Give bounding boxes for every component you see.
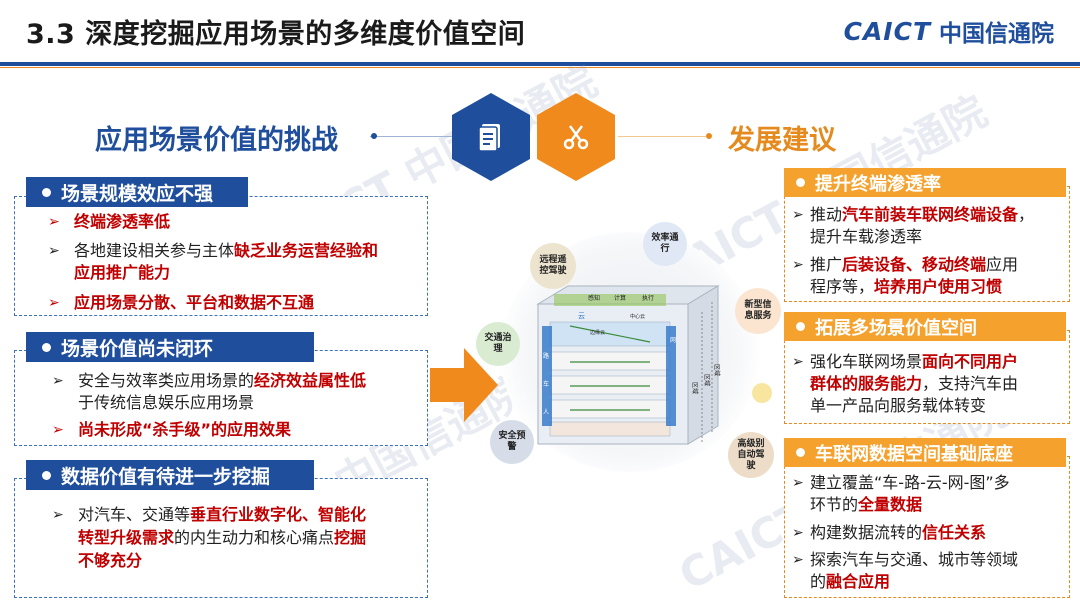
node-accent-dot [752, 383, 772, 403]
bullet-dot [42, 470, 51, 480]
challenge-item: 应用场景分散、平台和数据不互通 [74, 293, 315, 312]
suggestion-item: 建立覆盖“车-路-云-网-图”多 环节的全量数据 [810, 473, 1010, 514]
suggestion-item: 探索汽车与交通、城市等领域 的融合应用 [810, 550, 1019, 591]
connector-line [370, 136, 456, 137]
caict-logo: CAICT 中国信通院 [844, 14, 1054, 48]
connector-dot [371, 133, 377, 139]
document-icon [452, 93, 530, 181]
challenge-box-scale [14, 196, 428, 316]
cube-label: 区域 [713, 364, 721, 376]
arrow-bullet-icon: ➢ [52, 422, 64, 438]
arrow-bullet-icon: ➢ [48, 295, 60, 311]
arrow-bullet-icon: ➢ [792, 207, 804, 223]
challenge-title: 场景价值尚未闭环 [26, 332, 314, 362]
challenge-box-data [14, 478, 428, 598]
suggestion-box-scenarios [784, 330, 1070, 424]
arrow-bullet-icon: ➢ [792, 257, 804, 273]
node-remote-driving: 远程遥控驾驶 [530, 243, 576, 289]
suggestion-title-text: 提升终端渗透率 [815, 173, 941, 195]
challenge-item: 各地建设相关参与主体缺乏业务运营经验和 应用推广能力 [74, 241, 379, 282]
header-divider [0, 62, 1080, 66]
node-efficiency: 效率通行 [643, 222, 687, 266]
cube-label: 人 [543, 409, 549, 416]
cube-label: 中心云 [630, 313, 645, 320]
challenge-title-text: 场景价值尚未闭环 [61, 337, 214, 360]
arrow-bullet-icon: ➢ [792, 354, 804, 370]
header-divider-accent [0, 67, 1080, 68]
connector-dot [706, 133, 712, 139]
suggestion-title: 提升终端渗透率 [784, 168, 1066, 197]
arrow-right-icon [430, 348, 498, 422]
logo-cn: 中国信通院 [939, 21, 1054, 47]
arrow-bullet-icon: ➢ [48, 243, 60, 259]
node-safety-warning: 安全预警 [490, 420, 534, 464]
logo-en: CAICT [843, 16, 931, 46]
cube-label: 车 [543, 380, 549, 388]
suggestion-item: 构建数据流转的信任关系 [810, 523, 987, 542]
arrow-bullet-icon: ➢ [48, 214, 60, 230]
scissors-icon [537, 93, 615, 181]
arrow-bullet-icon: ➢ [792, 475, 804, 491]
arrow-bullet-icon: ➢ [792, 552, 804, 568]
challenge-title: 数据价值有待进一步挖掘 [26, 460, 314, 490]
cube-label: 云 [578, 312, 585, 320]
challenge-item: 安全与效率类应用场景的经济效益属性低 于传统信息娱乐应用场景 [78, 371, 367, 412]
cube-label: 执行 [642, 294, 654, 302]
arrow-bullet-icon: ➢ [52, 373, 64, 389]
node-traffic-governance: 交通治理 [476, 322, 520, 366]
suggestion-title: 拓展多场景价值空间 [784, 312, 1066, 341]
connector-line [618, 136, 708, 137]
page-title: 3.3 深度挖掘应用场景的多维度价值空间 [26, 19, 526, 50]
challenge-title: 场景规模效应不强 [26, 177, 248, 207]
challenge-title-text: 场景规模效应不强 [61, 182, 214, 205]
arrow-bullet-icon: ➢ [792, 525, 804, 541]
suggestion-box-penetration [784, 186, 1070, 302]
bullet-dot [42, 342, 51, 352]
bullet-dot [796, 448, 805, 457]
bullet-dot [42, 187, 51, 197]
cube-label: 计算 [614, 294, 626, 302]
cube-label: 感知 [588, 294, 600, 302]
bullet-dot [796, 178, 805, 187]
cube-label: 路 [543, 352, 549, 360]
bullet-dot [796, 322, 805, 331]
node-info-service: 新型信息服务 [735, 288, 781, 334]
cube-label: 区域 [691, 382, 699, 394]
suggestion-item: 推动汽车前装车联网终端设备， 提升车载渗透率 [810, 205, 1035, 246]
suggestion-title-text: 车联网数据空间基础底座 [815, 443, 1013, 465]
cube-label: 网 [670, 337, 676, 344]
cube-label: 边缘云 [590, 329, 605, 336]
suggestion-item: 推广后装设备、移动终端应用 程序等，培养用户使用习惯 [810, 255, 1019, 296]
challenge-item: 终端渗透率低 [74, 212, 171, 231]
suggestion-box-data-space [784, 456, 1070, 598]
suggestion-item: 强化车联网场景面向不同用户 群体的服务能力，支持汽车由 单一产品向服务载体转变 [810, 352, 1019, 415]
challenge-box-loop [14, 350, 428, 446]
challenges-heading: 应用场景价值的挑战 [95, 125, 338, 156]
suggestions-heading: 发展建议 [728, 125, 836, 156]
challenge-item: 尚未形成“杀手级”的应用效果 [78, 420, 292, 439]
layered-architecture-diagram: 感知 计算 执行 云 网 路 车 人 区域 区域 区域 中心云 边缘云 [536, 285, 721, 445]
cube-label: 区域 [703, 374, 711, 386]
node-autonomous-driving: 高级别自动驾驶 [728, 432, 774, 478]
suggestion-title: 车联网数据空间基础底座 [784, 438, 1066, 467]
suggestion-title-text: 拓展多场景价值空间 [815, 317, 977, 339]
arrow-bullet-icon: ➢ [52, 507, 64, 523]
challenge-title-text: 数据价值有待进一步挖掘 [61, 465, 271, 488]
challenge-item: 对汽车、交通等垂直行业数字化、智能化 转型升级需求的内生动力和核心痛点挖掘 不够… [78, 505, 367, 570]
